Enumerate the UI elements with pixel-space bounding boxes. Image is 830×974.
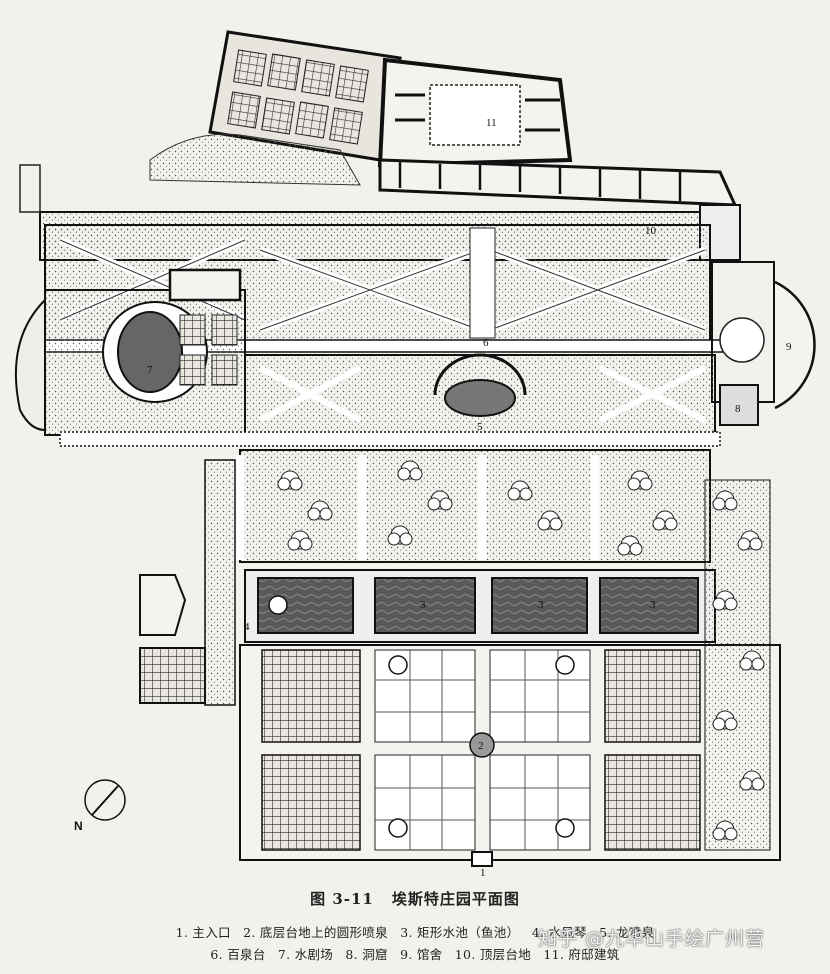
garden-plan: N 1 2 3 3 3 4 5 6 7 8 9 10 11 bbox=[14, 30, 816, 879]
water-organ bbox=[139, 459, 236, 706]
plan-label: 3 bbox=[538, 599, 544, 611]
plan-labels: 1 2 3 3 3 4 5 6 7 8 9 10 11 bbox=[147, 117, 792, 879]
figure-number: 图 3-11 bbox=[310, 890, 374, 908]
palace-building bbox=[149, 30, 738, 207]
watermark: 知乎 @九华山手绘广州营 bbox=[538, 928, 766, 950]
plan-label: 10 bbox=[645, 225, 657, 237]
legend-item: 6. 百泉台 bbox=[210, 947, 266, 962]
figure-title: 图 3-11 埃斯特庄园平面图 bbox=[0, 888, 830, 909]
legend-item: 3. 矩形水池（鱼池） bbox=[400, 925, 520, 940]
plan-label: 6 bbox=[483, 337, 489, 349]
lower-parterre bbox=[239, 479, 781, 867]
woodland-terrace bbox=[235, 449, 711, 563]
legend-row: 6. 百泉台 7. 水剧场 8. 洞窟 9. 馆舍 10. 顶层台地 11. 府… bbox=[0, 944, 830, 963]
legend-item: 9. 馆舍 bbox=[400, 947, 443, 962]
pavilion bbox=[711, 261, 816, 410]
legend-row: 1. 主入口 2. 底层台地上的圆形喷泉 3. 矩形水池（鱼池） 4. 水风琴 … bbox=[0, 922, 830, 941]
legend-item: 5. 龙喷泉 bbox=[599, 925, 655, 940]
fish-ponds bbox=[244, 569, 716, 643]
legend-item: 11. 府邸建筑 bbox=[543, 947, 620, 962]
plan-label: 5 bbox=[477, 421, 483, 433]
north-arrow: N bbox=[74, 779, 126, 833]
dragon-fountain-terrace bbox=[59, 353, 721, 447]
plan-label: 4 bbox=[244, 621, 250, 633]
plan-label: 2 bbox=[478, 740, 484, 752]
plan-label: 7 bbox=[147, 364, 153, 376]
water-theatre bbox=[14, 268, 246, 436]
grotto bbox=[719, 384, 759, 426]
figure-title-text: 埃斯特庄园平面图 bbox=[391, 890, 520, 908]
legend-item: 7. 水剧场 bbox=[277, 947, 334, 962]
plan-label: 11 bbox=[486, 117, 497, 129]
plan-label: 1 bbox=[480, 867, 486, 879]
legend-item: 1. 主入口 bbox=[175, 925, 231, 940]
plan-label: 8 bbox=[735, 403, 741, 415]
plan-label: 9 bbox=[786, 341, 792, 353]
plan-label: 3 bbox=[420, 599, 426, 611]
plan-label: 3 bbox=[650, 599, 656, 611]
legend-item: 2. 底层台地上的圆形喷泉 bbox=[243, 925, 388, 940]
legend-item: 4. 水风琴 bbox=[531, 925, 587, 940]
north-label: N bbox=[74, 819, 83, 833]
legend-item: 8. 洞窟 bbox=[345, 947, 388, 962]
legend-item: 10. 顶层台地 bbox=[454, 947, 532, 962]
